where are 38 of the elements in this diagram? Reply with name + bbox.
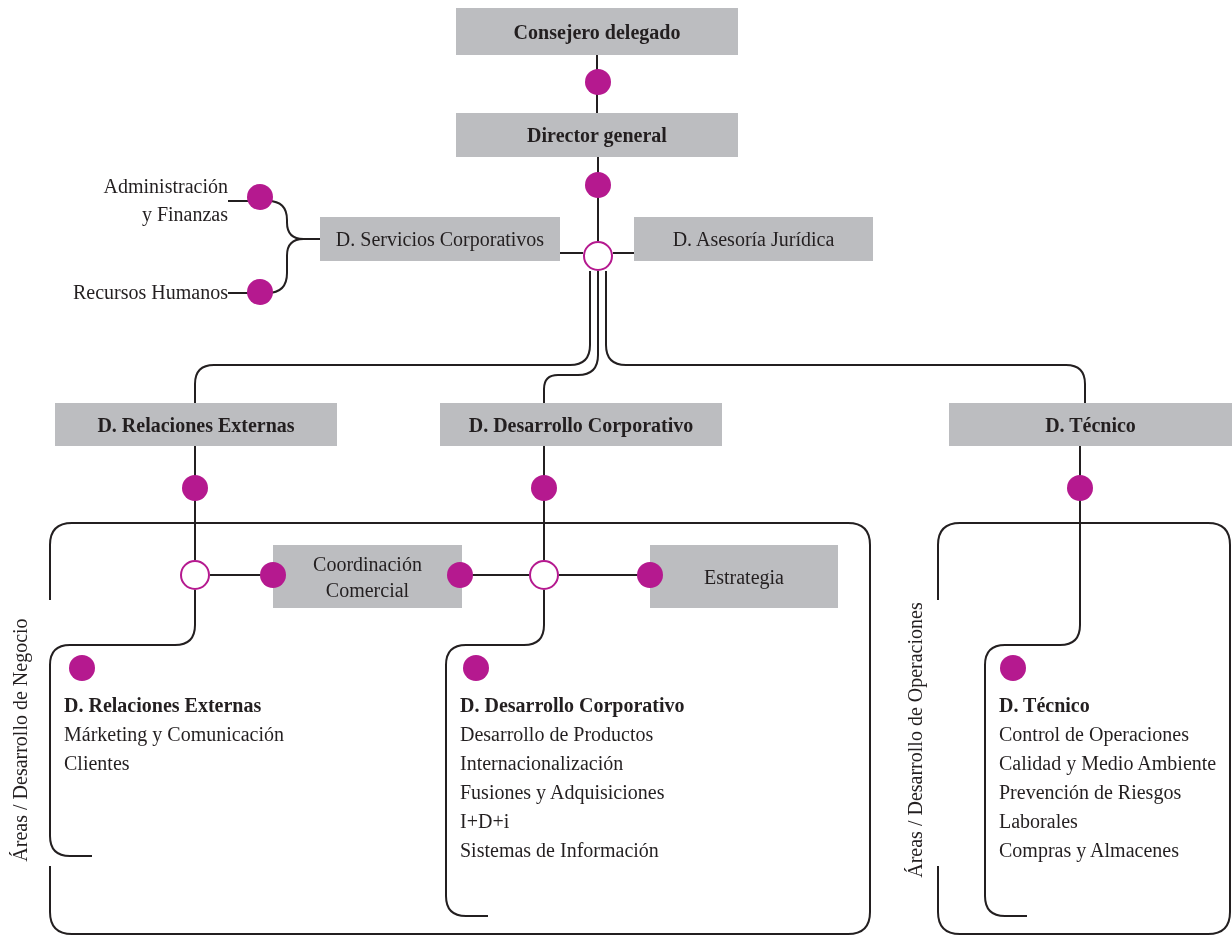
vertical-title: Áreas / Desarrollo de Operaciones	[903, 601, 927, 880]
position-box: Estrategia	[650, 545, 838, 608]
connector-line	[559, 252, 584, 254]
list-heading: D. Técnico	[999, 693, 1090, 718]
connector-line	[69, 589, 196, 646]
list-item: Clientes	[64, 751, 130, 776]
list-item: Control de Operaciones	[999, 722, 1189, 748]
connector-line	[605, 270, 1086, 404]
list-item: Internacionalización	[460, 751, 624, 776]
junction-circle	[529, 560, 559, 590]
text-label: Recursos Humanos	[20, 278, 228, 308]
junction-circle	[583, 241, 613, 271]
list-item: Desarrollo de Productos	[460, 722, 654, 747]
list-item: Sistemas de Información	[460, 838, 659, 863]
vertical-title: Áreas / Desarrollo de Negocio	[8, 617, 32, 864]
junction-circle	[180, 560, 210, 590]
position-box: Coordinación Comercial	[273, 545, 462, 608]
text-label: Administración y Finanzas	[94, 172, 228, 230]
connector-line	[612, 252, 635, 254]
connector-line	[465, 589, 545, 646]
list-heading: D. Relaciones Externas	[64, 693, 262, 718]
list-item: Fusiones y Adquisiciones	[460, 780, 665, 806]
list-item: Márketing y Comunicación	[64, 722, 284, 748]
list-item: Compras y Almacenes	[999, 838, 1179, 864]
position-box: Director general	[456, 113, 738, 157]
position-box: D. Servicios Corporativos	[320, 217, 560, 261]
list-heading: D. Desarrollo Corporativo	[460, 693, 685, 719]
position-box: D. Técnico	[949, 403, 1232, 446]
connector-line	[543, 270, 599, 404]
list-item: Calidad y Medio Ambiente	[999, 751, 1217, 777]
list-item: Prevención de Riesgos Laborales	[999, 780, 1183, 834]
position-box: Consejero delegado	[456, 8, 738, 55]
position-box: D. Relaciones Externas	[55, 403, 337, 446]
list-item: I+D+i	[460, 809, 510, 834]
position-box: D. Asesoría Jurídica	[634, 217, 873, 261]
connector-line	[194, 270, 591, 404]
connector-line	[1004, 445, 1081, 646]
position-box: D. Desarrollo Corporativo	[440, 403, 722, 446]
